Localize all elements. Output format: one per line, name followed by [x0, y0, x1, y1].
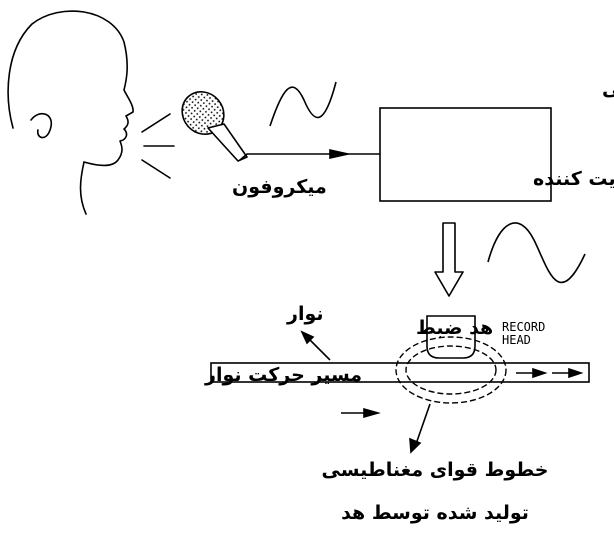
flux-label-line1: خطوط قوای مغناطیسی — [322, 459, 549, 481]
speaker-head — [7, 10, 134, 215]
flux-label-line2: تولید شده توسط هد — [341, 502, 529, 524]
microphone-icon — [181, 91, 248, 162]
small-signal-wave — [269, 81, 337, 127]
amplified-signal-wave — [487, 222, 586, 284]
tape-path-label: مسیر حرکت نوار — [204, 364, 362, 386]
amplifier-label: تقویت کننده — [533, 168, 614, 190]
tape-leader-arrow — [300, 330, 331, 361]
record-head-label: هد ضبط — [416, 317, 493, 339]
record-head-en-line2: HEAD — [502, 333, 531, 347]
tape-direction-arrows — [516, 367, 584, 379]
recorder-title: دستگاه ضبط صوت الکترونیکی — [602, 77, 614, 100]
tape-label: نوار — [286, 303, 324, 325]
signal-wire — [239, 149, 380, 161]
sound-lines — [141, 113, 175, 179]
microphone-label: میکروفون — [232, 176, 327, 198]
magnetic-field-lines — [395, 336, 507, 404]
amplifier-box — [379, 107, 552, 202]
down-arrow — [434, 222, 464, 297]
tape-path-arrow — [341, 407, 381, 419]
record-head-en-line1: RECORD — [502, 320, 545, 334]
flux-leader-arrow — [409, 403, 431, 454]
